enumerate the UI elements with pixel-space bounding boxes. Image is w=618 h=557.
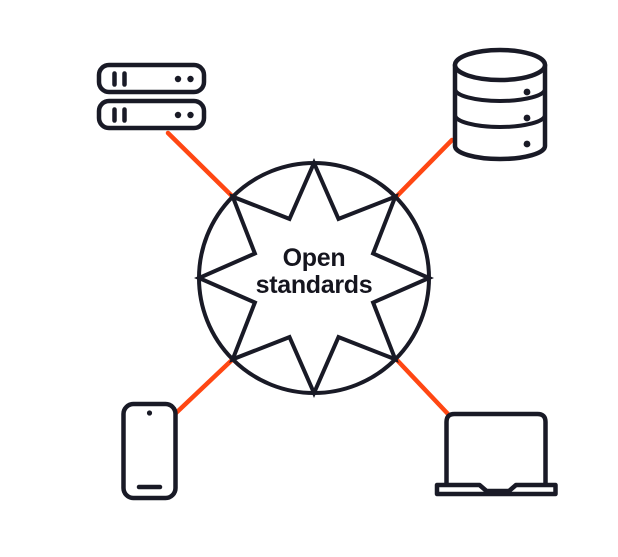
- connector-smartphone-to-hub: [173, 356, 236, 416]
- laptop-icon: [434, 411, 558, 497]
- connector-lines: [165, 130, 455, 417]
- database-divider: [453, 87, 547, 103]
- database-divider: [453, 113, 547, 129]
- server-led-dot: [187, 75, 194, 83]
- smartphone-camera-dot: [146, 410, 153, 416]
- hub-label-line1: Open: [283, 244, 346, 272]
- server-led-dot: [174, 111, 182, 119]
- smartphone-body: [121, 401, 178, 501]
- database-dot: [523, 114, 531, 122]
- star-icon: [194, 158, 434, 398]
- database-top: [452, 47, 548, 83]
- server-led-dot: [187, 111, 194, 119]
- server-stack-icon: [96, 62, 207, 131]
- connector-database-to-hub: [393, 137, 455, 200]
- smartphone-icon: [121, 401, 178, 501]
- database-body: [452, 62, 548, 162]
- hub-label-line2: standards: [256, 271, 373, 299]
- database-icon: [452, 47, 548, 162]
- laptop-screen: [444, 411, 548, 486]
- server-led-dot: [174, 75, 182, 83]
- database-dot: [523, 140, 531, 148]
- laptop-base: [434, 482, 558, 497]
- connector-server-to-hub: [165, 130, 236, 200]
- connector-laptop-to-hub: [393, 356, 451, 417]
- database-dot: [523, 88, 531, 96]
- hub-node: Open standards: [194, 158, 434, 398]
